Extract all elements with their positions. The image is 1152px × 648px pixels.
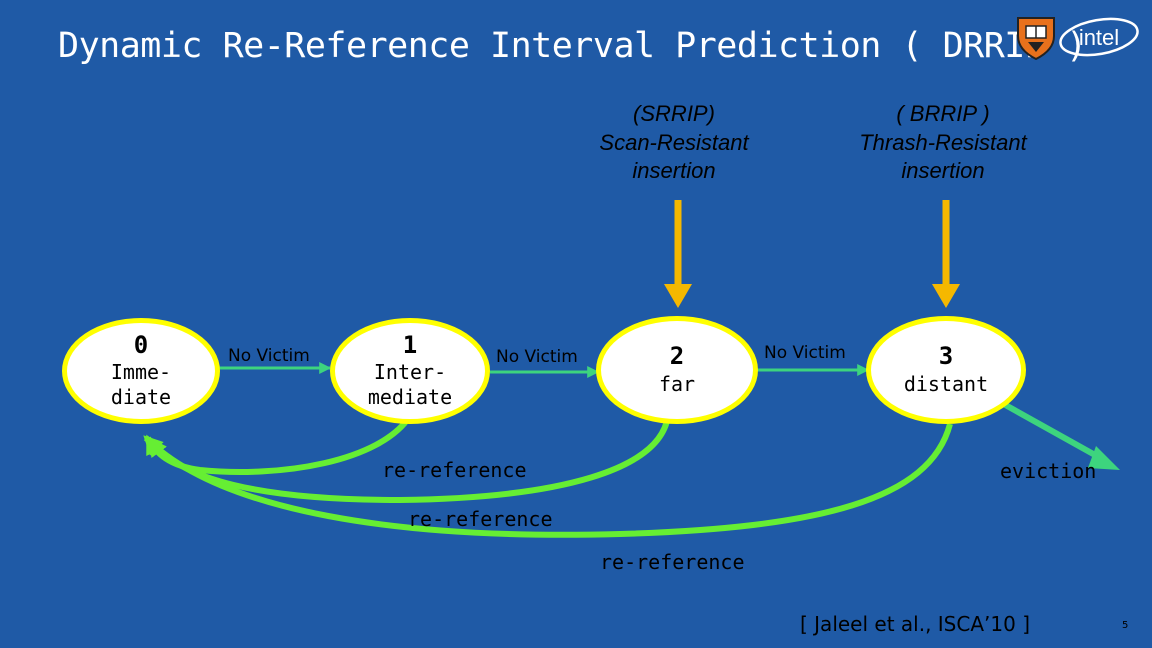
re-reference-label-1: re-reference (382, 458, 527, 482)
state-0-number: 0 (133, 330, 149, 359)
svg-text:intel: intel (1079, 25, 1119, 50)
state-2-name: far (658, 371, 696, 396)
state-0-name: Imme- diate (110, 360, 172, 410)
citation: [ Jaleel et al., ISCA’10 ] (800, 612, 1030, 636)
no-victim-label-0-1: No Victim (228, 346, 310, 366)
state-3-name: distant (903, 371, 989, 396)
re-reference-arrow-from-3 (143, 423, 953, 538)
slide-number: 5 (1122, 620, 1129, 631)
srrip-insertion-label: (SRRIP) Scan-Resistant insertion (574, 100, 774, 186)
intel-logo-icon: intel (1059, 17, 1139, 57)
re-reference-arrow-from-1 (145, 414, 413, 475)
brrip-label-line1: ( BRRIP ) (896, 101, 990, 126)
brrip-insertion-label: ( BRRIP ) Thrash-Resistant insertion (832, 100, 1054, 186)
no-victim-label-1-2: No Victim (496, 347, 578, 367)
state-2-far: 2 far (596, 316, 758, 424)
state-2-number: 2 (669, 342, 685, 371)
state-3-number: 3 (938, 342, 954, 371)
eviction-arrow (998, 399, 1120, 470)
srrip-label-line1: (SRRIP) (633, 101, 715, 126)
eviction-label: eviction (1000, 459, 1097, 483)
re-reference-label-2: re-reference (408, 507, 553, 531)
srrip-label-line2: Scan-Resistant (599, 129, 749, 155)
state-1-name: Inter- mediate (367, 360, 453, 410)
brrip-label-line3: insertion (901, 158, 985, 184)
no-victim-label-2-3: No Victim (764, 343, 846, 363)
state-3-distant: 3 distant (866, 316, 1026, 424)
state-1-number: 1 (402, 330, 418, 359)
slide-title: Dynamic Re-Reference Interval Prediction… (58, 26, 1087, 66)
princeton-shield-icon (1017, 17, 1055, 60)
srrip-label-line3: insertion (632, 158, 716, 184)
brrip-label-line2: Thrash-Resistant (859, 129, 1027, 155)
state-1-intermediate: 1 Inter- mediate (330, 318, 490, 424)
state-0-immediate: 0 Imme- diate (62, 318, 220, 424)
re-reference-label-3: re-reference (600, 550, 745, 574)
srrip-insertion-arrow (664, 200, 692, 308)
brrip-insertion-arrow (932, 200, 960, 308)
